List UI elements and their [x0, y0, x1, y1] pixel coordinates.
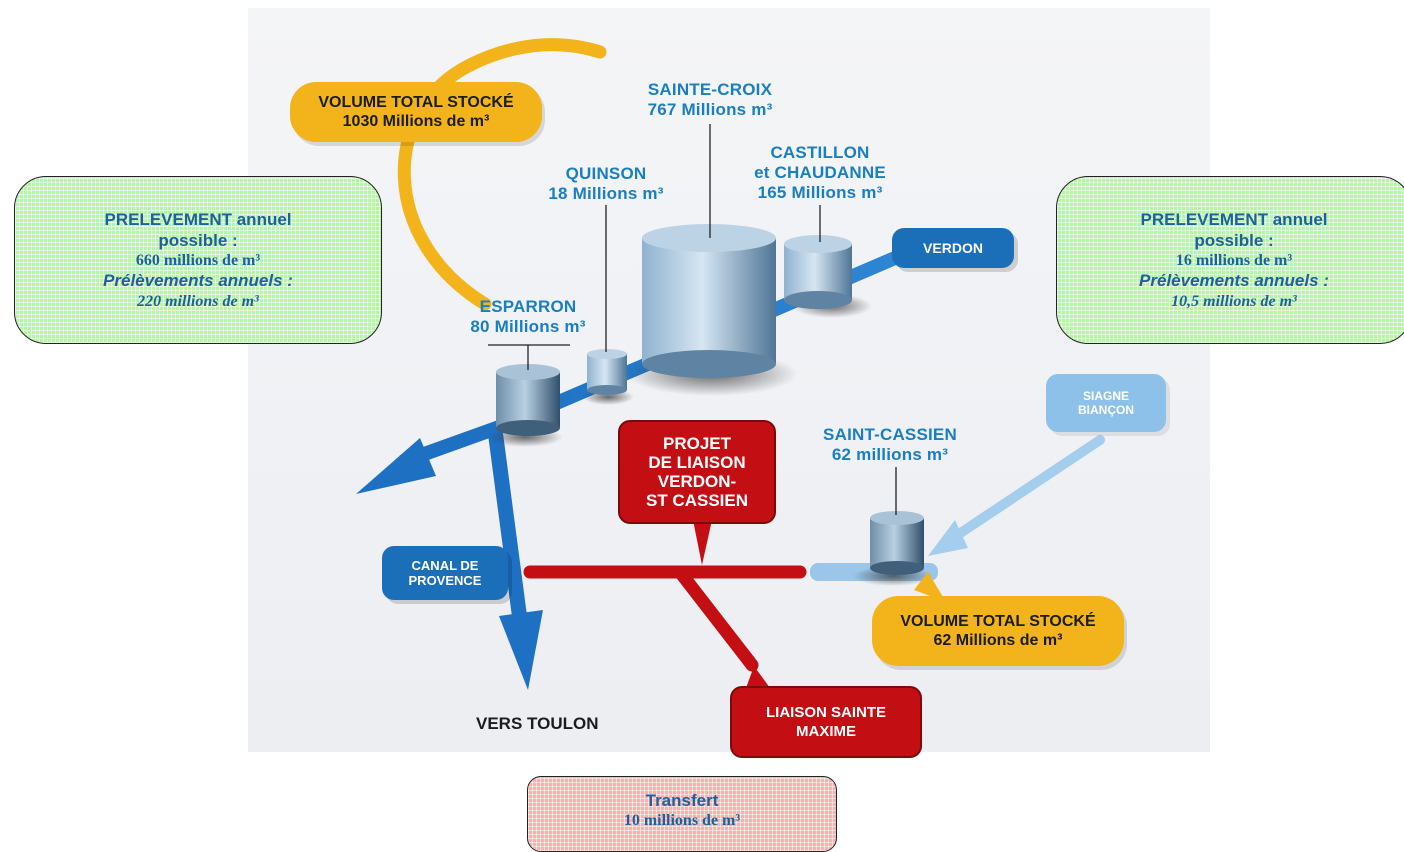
verdon-tag-label: VERDON [923, 239, 983, 256]
castillon-cylinder [784, 235, 852, 309]
canal-tag-line2: PROVENCE [408, 573, 482, 588]
siagne-flow [945, 435, 1105, 545]
cassien-volume-tail [914, 572, 946, 602]
projet-tail [693, 520, 712, 565]
sainte-croix-label: SAINTE-CROIX 767 Millions m³ [608, 80, 812, 120]
esparron-name: ESPARRON [479, 297, 577, 316]
right-prelevement-annual-title: Prélèvements annuels : [1139, 270, 1329, 290]
saint-cassien-volume: 62 millions m³ [831, 445, 949, 464]
right-prelevement-box: PRELEVEMENT annuel possible : 16 million… [1056, 176, 1404, 344]
transfer-title: Transfert [645, 791, 719, 810]
left-prelevement-title-2: possible : [158, 230, 238, 250]
castillon-label: CASTILLON et CHAUDANNE 165 Millions m³ [730, 143, 910, 203]
projet-line2: DE LIAISON [648, 453, 746, 472]
left-prelevement-annual-title: Prélèvements annuels : [103, 270, 293, 290]
west-arrow-head [356, 438, 436, 494]
esparron-cylinder [496, 364, 560, 436]
transfer-box: Transfert 10 millions de m³ [527, 776, 837, 852]
projet-line4: ST CASSIEN [645, 491, 749, 510]
castillon-volume: 165 Millions m³ [757, 183, 883, 202]
saint-cassien-label: SAINT-CASSIEN 62 millions m³ [800, 425, 980, 465]
verdon-total-title: VOLUME TOTAL STOCKÉ [318, 94, 514, 111]
verdon-total-volume: VOLUME TOTAL STOCKÉ 1030 Millions de m³ [290, 82, 542, 142]
sainte-croix-cylinder [642, 224, 776, 378]
quinson-cylinder [587, 349, 627, 395]
transfer-value: 10 millions de m³ [623, 812, 741, 829]
left-prelevement-possible: 660 millions de m³ [135, 251, 261, 269]
right-prelevement-possible: 16 millions de m³ [1175, 251, 1293, 269]
toulon-arrow-head [499, 610, 543, 690]
sainte-maxime-line2: MAXIME [796, 723, 856, 740]
saint-cassien-cylinder [870, 511, 924, 575]
cassien-total-value: 62 Millions de m³ [933, 632, 1063, 649]
projet-line1: PROJET [662, 434, 732, 453]
left-prelevement-box: PRELEVEMENT annuel possible : 660 millio… [14, 176, 382, 344]
toulon-river [487, 429, 528, 621]
right-prelevement-title-1: PRELEVEMENT annuel [1140, 209, 1328, 229]
verdon-tag: VERDON [892, 228, 1014, 268]
left-prelevement-annual: 220 millions de m³ [137, 292, 259, 310]
castillon-name-1: CASTILLON [770, 143, 870, 162]
sainte-croix-volume: 767 Millions m³ [647, 100, 773, 119]
quinson-label: QUINSON 18 Millions m³ [514, 164, 698, 204]
cassien-total-volume: VOLUME TOTAL STOCKÉ 62 Millions de m³ [872, 596, 1124, 666]
projet-line3: VERDON- [657, 472, 737, 491]
castillon-name-2: et CHAUDANNE [754, 163, 886, 182]
canal-provence-tag: CANAL DE PROVENCE [382, 546, 508, 600]
right-prelevement-annual: 10,5 millions de m³ [1171, 292, 1297, 310]
sainte-maxime-line1: LIAISON SAINTE [765, 704, 886, 721]
right-prelevement-title-2: possible : [1194, 230, 1274, 250]
canal-tag-line1: CANAL DE [411, 558, 479, 573]
vers-toulon-label: VERS TOULON [476, 714, 599, 733]
cassien-total-title: VOLUME TOTAL STOCKÉ [900, 613, 1096, 630]
projet-liaison-tag: PROJET DE LIAISON VERDON- ST CASSIEN [618, 420, 776, 524]
esparron-label: ESPARRON 80 Millions m³ [446, 297, 610, 337]
sainte-croix-name: SAINTE-CROIX [647, 80, 773, 99]
siagne-tag-line2: BIANÇON [1078, 403, 1134, 417]
quinson-name: QUINSON [565, 164, 647, 183]
liaison-sainte-maxime [673, 565, 759, 672]
left-prelevement-title-1: PRELEVEMENT annuel [104, 209, 292, 229]
verdon-total-value: 1030 Millions de m³ [342, 113, 490, 130]
sainte-maxime-tail [746, 666, 770, 688]
esparron-volume: 80 Millions m³ [470, 317, 586, 336]
siagne-biancon-tag: SIAGNE BIANÇON [1046, 374, 1166, 432]
saint-cassien-name: SAINT-CASSIEN [823, 425, 957, 444]
quinson-volume: 18 Millions m³ [548, 184, 664, 203]
liaison-sainte-maxime-tag: LIAISON SAINTE MAXIME [730, 686, 922, 758]
siagne-tag-line1: SIAGNE [1082, 389, 1129, 403]
siagne-arrow-head [928, 520, 968, 556]
